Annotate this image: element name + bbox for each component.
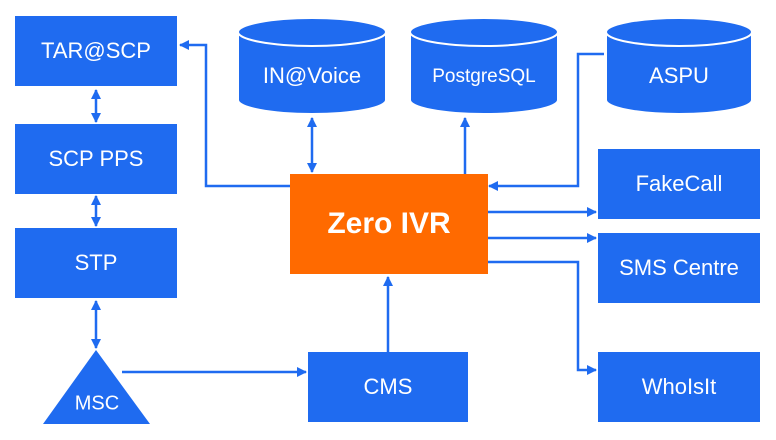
node-fakecall: FakeCall <box>598 149 760 219</box>
node-label: ASPU <box>649 63 709 88</box>
node-postgresql: PostgreSQL <box>409 17 559 115</box>
node-whoisit: WhoIsIt <box>598 352 760 422</box>
node-label: Zero IVR <box>327 207 451 240</box>
edge-aspu-zeroivr <box>488 52 604 191</box>
node-msc: MSC <box>43 350 150 424</box>
node-label: SMS Centre <box>619 255 739 280</box>
edge-zeroivr-tarscp <box>179 40 290 188</box>
edge-zeroivr-whoisit <box>488 260 597 375</box>
node-scp-pps: SCP PPS <box>15 124 177 194</box>
node-tar-scp: TAR@SCP <box>15 16 177 86</box>
node-label: TAR@SCP <box>41 38 151 63</box>
node-label: SCP PPS <box>49 146 144 171</box>
node-label: IN@Voice <box>263 63 361 88</box>
node-cms: CMS <box>308 352 468 422</box>
connectors <box>91 40 604 377</box>
node-label: MSC <box>75 392 119 414</box>
node-label: STP <box>75 250 118 275</box>
node-sms-centre: SMS Centre <box>598 233 760 303</box>
node-zero-ivr: Zero IVR <box>290 174 488 274</box>
node-stp: STP <box>15 228 177 298</box>
node-label: PostgreSQL <box>432 66 536 87</box>
node-label: FakeCall <box>636 171 723 196</box>
node-aspu: ASPU <box>605 17 753 115</box>
node-in-voice: IN@Voice <box>237 17 387 115</box>
node-label: CMS <box>364 374 413 399</box>
node-label: WhoIsIt <box>642 374 717 399</box>
